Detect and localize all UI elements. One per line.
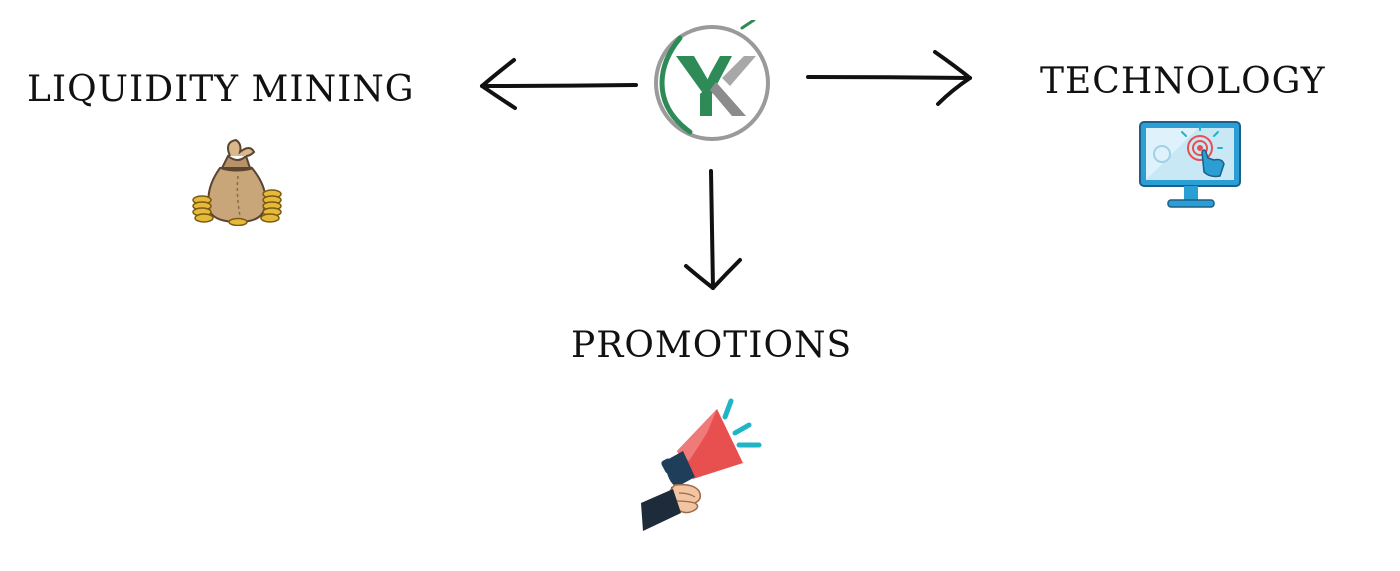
arrow-head-left bbox=[480, 58, 517, 110]
arrow-to-promotions bbox=[709, 169, 715, 290]
monitor-touch-icon bbox=[1138, 120, 1244, 210]
node-label-technology: TECHNOLOGY bbox=[1040, 61, 1326, 102]
arrow-to-technology bbox=[806, 75, 972, 80]
node-label-promotions: PROMOTIONS bbox=[571, 325, 853, 366]
arrow-to-liquidity-mining bbox=[480, 83, 638, 88]
megaphone-icon bbox=[637, 393, 767, 533]
yx-logo-icon bbox=[650, 18, 775, 145]
arrow-head-down bbox=[684, 258, 742, 290]
arrow-head-right bbox=[933, 50, 972, 106]
money-bag-icon bbox=[192, 134, 284, 227]
node-label-liquidity-mining: LIQUIDITY MINING bbox=[27, 69, 415, 110]
